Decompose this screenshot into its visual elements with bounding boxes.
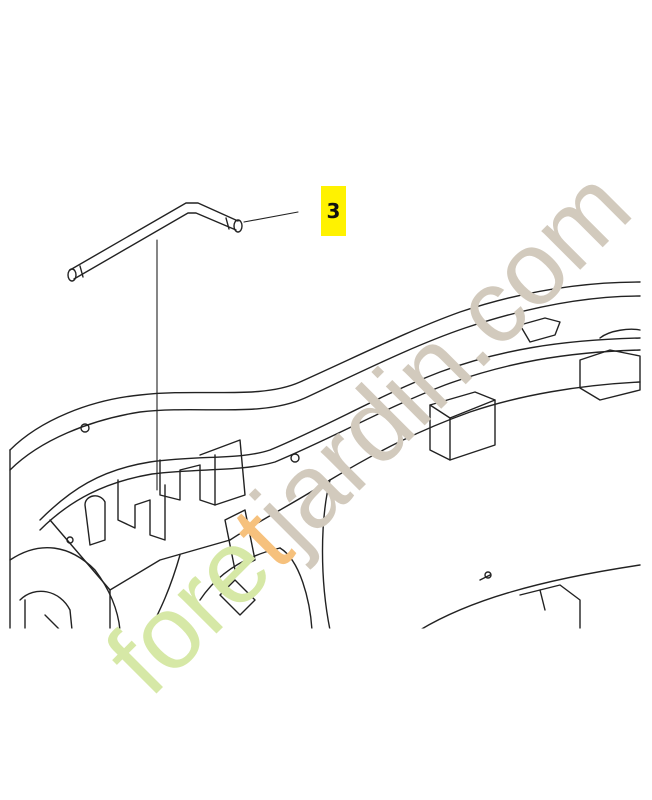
pin-part — [67, 202, 243, 282]
leader-line — [156, 211, 299, 491]
housing-frame — [0, 281, 652, 632]
callout-label-3: 3 — [321, 186, 346, 236]
